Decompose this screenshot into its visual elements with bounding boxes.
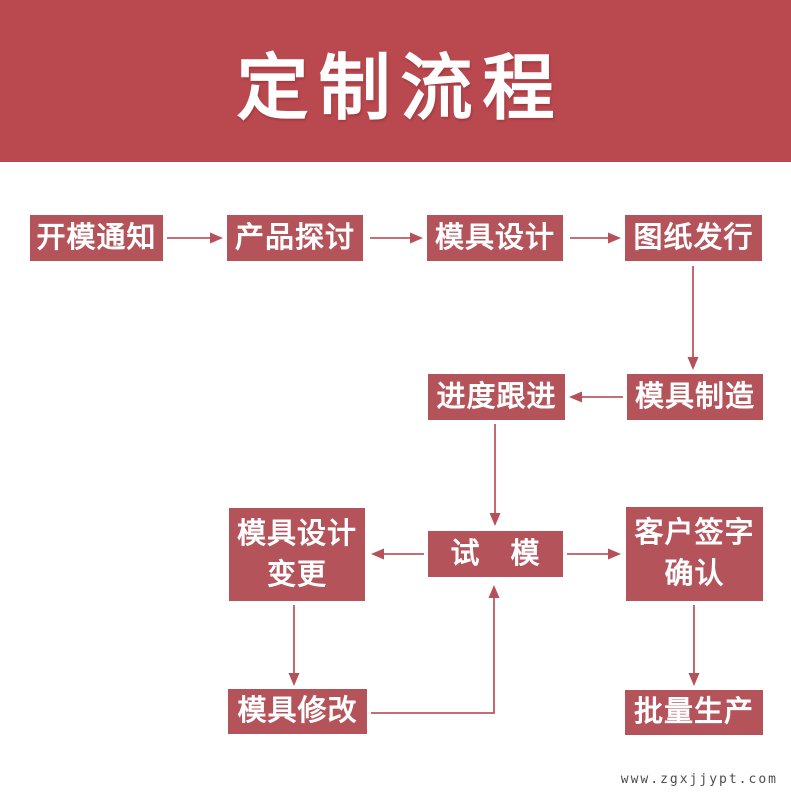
- node-mold-manufacturing: 模具制造: [627, 374, 763, 420]
- node-mold-design-change: 模具设计 变更: [229, 508, 365, 601]
- page-title: 定制流程: [236, 48, 565, 129]
- node-mass-production: 批量生产: [625, 690, 763, 735]
- node-progress-tracking: 进度跟进: [428, 374, 565, 420]
- watermark: www.zgxjjypt.com: [620, 772, 778, 787]
- node-customer-sign-off: 客户签字 确认: [626, 507, 763, 601]
- node-mold-design: 模具设计: [427, 215, 563, 261]
- node-open-mold-notice: 开模通知: [30, 215, 163, 261]
- node-drawing-release: 图纸发行: [625, 215, 762, 261]
- node-trial-mold: 试 模: [428, 531, 563, 577]
- node-product-discussion: 产品探讨: [227, 215, 363, 261]
- arrow-modification-to-trial-elbow-icon: [371, 585, 500, 714]
- title-banner: 定制流程: [0, 0, 791, 162]
- node-mold-modification: 模具修改: [228, 689, 367, 734]
